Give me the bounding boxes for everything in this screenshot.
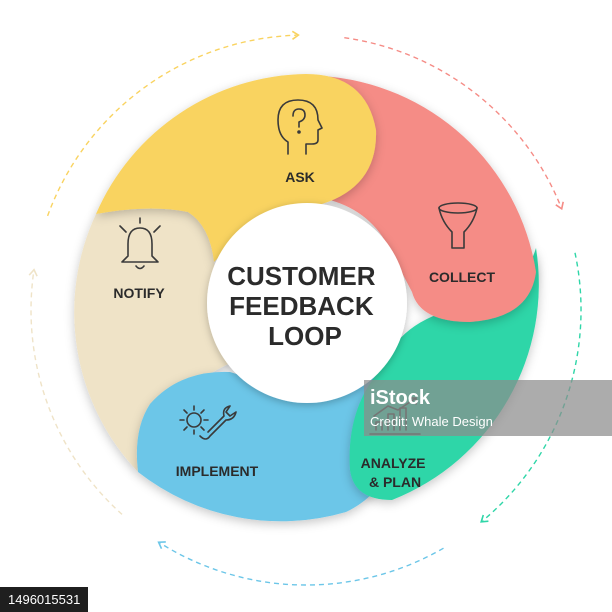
loop-segments <box>74 74 539 522</box>
segment-ask <box>96 74 377 262</box>
center-title-line-1: CUSTOMER <box>227 261 376 291</box>
segment-notify <box>74 202 232 472</box>
outer-ring-arc <box>344 37 562 208</box>
segment-implement <box>136 370 392 522</box>
step-label-ask: ASK <box>285 169 315 185</box>
bell-icon <box>119 217 161 270</box>
watermark: iStock Credit: Whale Design <box>364 380 612 436</box>
center-title-line-2: FEEDBACK <box>229 291 374 321</box>
outer-ring-arrowhead <box>157 541 166 550</box>
watermark-badge: iStock <box>370 387 431 409</box>
outer-ring-arc <box>159 542 444 586</box>
outer-ring-arrowhead <box>28 268 38 277</box>
watermark-banner <box>364 380 612 436</box>
outer-ring-arrowhead <box>291 30 300 40</box>
head-question-icon <box>277 99 323 155</box>
step-label-notify: NOTIFY <box>113 285 165 301</box>
step-label-implement: IMPLEMENT <box>176 463 259 479</box>
gear-wrench-icon <box>179 405 237 440</box>
center-title-line-3: LOOP <box>268 321 342 351</box>
outer-ring-arc <box>46 34 297 217</box>
funnel-icon <box>438 202 478 249</box>
image-id: 1496015531 <box>0 587 89 612</box>
center-circle <box>207 203 407 403</box>
outer-ring-arrowhead <box>480 514 489 523</box>
step-label-analyze-plan: ANALYZE & PLAN <box>361 455 430 490</box>
watermark-credit: Credit: Whale Design <box>370 414 493 429</box>
step-label-collect: COLLECT <box>429 269 496 285</box>
center-title: CUSTOMER FEEDBACK LOOP <box>227 261 383 351</box>
outer-ring-arrowhead <box>555 201 564 211</box>
